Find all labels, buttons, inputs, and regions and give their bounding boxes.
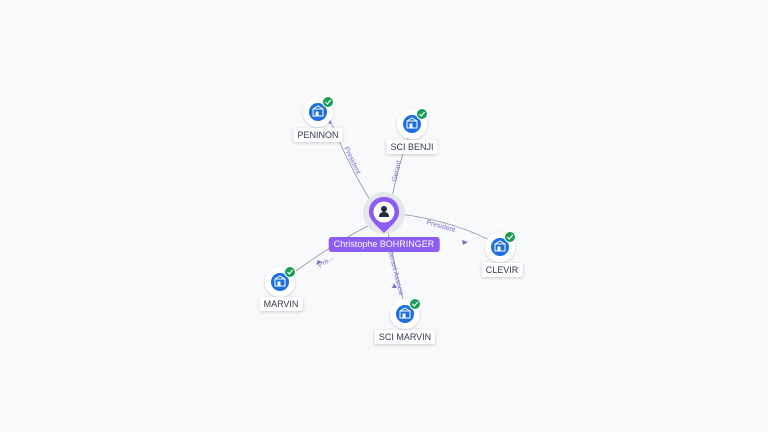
person-name-label[interactable]: Christophe BOHRINGER bbox=[328, 237, 440, 252]
company-label-peninon[interactable]: PENINON bbox=[293, 128, 343, 142]
building-icon bbox=[274, 275, 286, 287]
edge-marvin[interactable] bbox=[283, 225, 369, 281]
verified-check-icon bbox=[504, 231, 516, 243]
arrowhead bbox=[392, 283, 397, 288]
company-node-sci-benji[interactable] bbox=[397, 108, 428, 140]
verified-check-icon bbox=[409, 298, 421, 310]
company-node-marvin[interactable] bbox=[265, 266, 296, 298]
arrowhead bbox=[316, 260, 322, 265]
person-node[interactable] bbox=[363, 192, 405, 234]
verified-check-icon bbox=[284, 266, 296, 278]
company-label-clevir[interactable]: CLEVIR bbox=[481, 263, 523, 277]
company-node-peninon[interactable] bbox=[303, 96, 334, 128]
building-icon bbox=[312, 105, 324, 117]
person-icon bbox=[379, 206, 389, 217]
edge-label-clevir: President bbox=[425, 219, 455, 234]
building-icon bbox=[399, 307, 411, 319]
edge-label-sci-marvin: Gerant Associe bbox=[386, 249, 404, 297]
edge-label-sci-benji: Gerant bbox=[391, 160, 403, 183]
verified-check-icon bbox=[416, 108, 428, 120]
company-label-sci-benji[interactable]: SCI BENJI bbox=[386, 140, 438, 154]
building-icon bbox=[494, 240, 506, 252]
edge-label-peninon: President bbox=[342, 146, 361, 176]
verified-check-icon bbox=[322, 96, 334, 108]
building-icon bbox=[406, 117, 418, 129]
company-label-sci-marvin[interactable]: SCI MARVIN bbox=[374, 330, 436, 344]
company-node-clevir[interactable] bbox=[485, 231, 516, 263]
company-node-sci-marvin[interactable] bbox=[390, 298, 421, 330]
edge-label-marvin: Pre... bbox=[317, 254, 335, 269]
arrowhead bbox=[462, 240, 468, 245]
company-label-marvin[interactable]: MARVIN bbox=[259, 297, 303, 311]
